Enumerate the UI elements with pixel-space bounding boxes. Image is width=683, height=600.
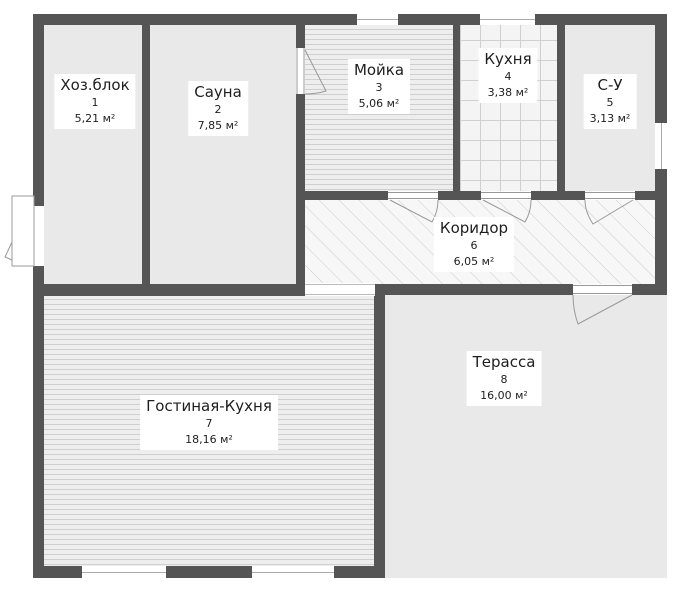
room-label-sauna: Сауна 2 7,85 м² xyxy=(188,81,248,136)
room-number: 6 xyxy=(470,239,478,252)
room-name: С-У xyxy=(597,76,623,94)
room-name: Кухня xyxy=(484,50,532,68)
room-floor-terrasa xyxy=(385,295,667,578)
room-name: Коридор xyxy=(439,219,509,237)
corridor-opening xyxy=(305,283,375,296)
room-floor-sauna xyxy=(150,25,296,284)
room-name: Мойка xyxy=(353,61,405,79)
window-right-su xyxy=(655,123,667,169)
room-label-gostinaya: Гостиная-Кухня 7 18,16 м² xyxy=(140,395,278,450)
room-area: 5,21 м² xyxy=(74,112,116,125)
room-area: 6,05 м² xyxy=(453,255,495,268)
door-corridor-terrace xyxy=(572,284,633,325)
room-number: 1 xyxy=(91,96,99,109)
room-area: 18,16 м² xyxy=(185,433,233,446)
room-number: 7 xyxy=(205,417,213,430)
room-area: 3,38 м² xyxy=(487,86,529,99)
room-number: 5 xyxy=(606,96,614,109)
door-sauna-moika xyxy=(296,48,327,95)
room-name: Хоз.блок xyxy=(60,76,130,94)
room-floor-hozblok xyxy=(44,25,142,284)
room-label-su: С-У 5 3,13 м² xyxy=(583,74,637,129)
room-label-moika: Мойка 3 5,06 м² xyxy=(347,59,411,114)
window-bottom-right xyxy=(252,566,334,578)
room-number: 2 xyxy=(214,103,222,116)
door-su-corridor xyxy=(584,191,635,225)
room-area: 3,13 м² xyxy=(589,112,631,125)
room-number: 4 xyxy=(504,70,512,83)
room-label-terrasa: Терасса 8 16,00 м² xyxy=(466,351,542,406)
room-area: 5,06 м² xyxy=(358,97,400,110)
room-label-koridor: Коридор 6 6,05 м² xyxy=(433,217,515,272)
room-name: Терасса xyxy=(472,353,536,371)
room-name: Гостиная-Кухня xyxy=(146,397,272,415)
room-name: Сауна xyxy=(194,83,242,101)
room-number: 3 xyxy=(375,81,383,94)
door-left-exterior xyxy=(4,195,44,267)
door-moika-corridor xyxy=(388,191,439,223)
room-area: 7,85 м² xyxy=(197,119,239,132)
window-top-moika xyxy=(357,14,398,25)
room-label-hozblok: Хоз.блок 1 5,21 м² xyxy=(54,74,136,129)
window-bottom-left xyxy=(82,566,166,578)
window-top-kuhnya xyxy=(480,14,535,25)
room-number: 8 xyxy=(500,373,508,386)
room-area: 16,00 м² xyxy=(480,389,528,402)
room-label-kuhnya: Кухня 4 3,38 м² xyxy=(478,48,538,103)
door-kuhnya-corridor xyxy=(481,191,532,223)
